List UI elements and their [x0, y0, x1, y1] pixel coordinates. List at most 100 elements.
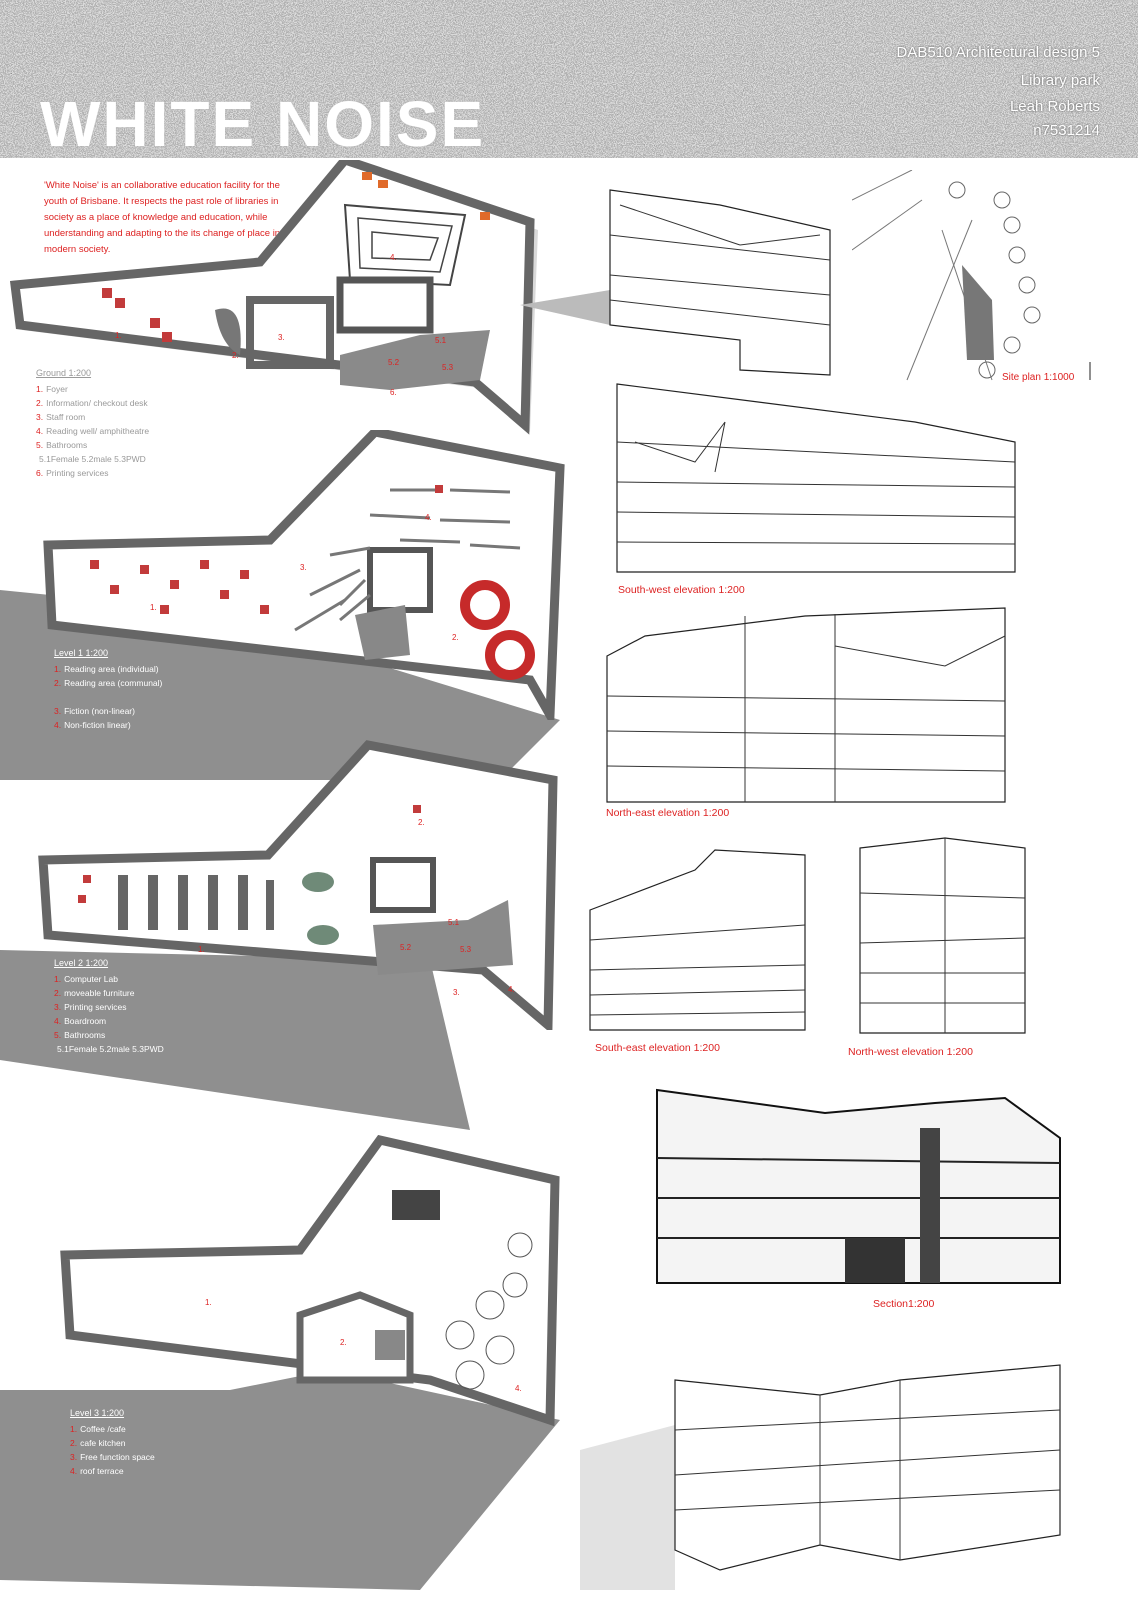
caption-south-west: South-west elevation 1:200: [618, 584, 745, 596]
plan-label: 6.: [390, 388, 397, 397]
core-wall: [920, 1128, 940, 1283]
lab-chairs: [78, 805, 421, 903]
amphitheatre-tier: [357, 217, 453, 273]
level3-legend: Level 3 1:200 1.Coffee /cafe 2.cafe kitc…: [70, 1406, 155, 1478]
legend-item: 2.Reading area (communal): [54, 678, 163, 688]
plan-label: 5.2: [400, 943, 412, 952]
stair-core: [336, 276, 434, 334]
legend-item: 5.1Female 5.2male 5.3PWD: [57, 1044, 164, 1054]
computer-desks: [118, 875, 274, 930]
plan-label: 4.: [515, 1384, 522, 1393]
perspective-sketch-top: [520, 189, 831, 376]
plan-label: 2.: [418, 818, 425, 827]
pavilion-roof: [375, 1330, 405, 1360]
caption-south-east: South-east elevation 1:200: [595, 1042, 720, 1054]
plan-label: 4.: [390, 253, 397, 262]
plan-label: 5.3: [460, 945, 472, 954]
legend-item: 3.Staff room: [36, 412, 86, 422]
legend-item: 5.Bathrooms: [36, 440, 88, 450]
legend-item: 5.1Female 5.2male 5.3PWD: [39, 454, 146, 464]
perspective-sketch-bottom: [580, 1364, 1061, 1590]
legend-title: Level 3 1:200: [70, 1408, 125, 1418]
level2-shadow: [0, 950, 470, 1130]
building-mass: [674, 1364, 1061, 1571]
plan-label: 5.2: [388, 358, 400, 367]
course-title: DAB510 Architectural design 5: [896, 44, 1100, 61]
communal-table: [485, 630, 535, 680]
sketch-shadow: [580, 1425, 675, 1590]
legend-item: 4.Non-fiction linear): [54, 720, 131, 730]
legend-title: Ground 1:200: [36, 368, 92, 378]
plan-label: 4.: [508, 985, 515, 994]
building-mass: [609, 189, 831, 376]
section-drawing: [656, 1088, 1061, 1284]
hatching: [674, 1380, 1061, 1560]
level2-legend: Level 2 1:200 1.Computer Lab 2.moveable …: [54, 956, 164, 1056]
pavilion-roof: [355, 605, 410, 660]
sketch-shadow: [520, 290, 610, 325]
communal-table: [460, 580, 510, 630]
stair-core: [367, 547, 433, 613]
amphitheatre-tier: [371, 231, 440, 261]
elevation-outline: [616, 383, 1016, 573]
site-plan: Site plan 1:1000: [852, 170, 1102, 385]
ground-legend: Ground 1:200 1.Foyer 2.Information/ chec…: [36, 366, 149, 480]
plan-label: 5.1: [435, 336, 447, 345]
legend-item: 1.Foyer: [36, 384, 68, 394]
level2-plan: 1. 2. 3. 4. 5.1 5.2 5.3: [38, 740, 558, 1030]
legend-item: 2.cafe kitchen: [70, 1438, 126, 1448]
legend-item: 2.moveable furniture: [54, 988, 135, 998]
foyer-chairs: [102, 288, 172, 342]
south-east-elevation: [589, 849, 806, 1031]
plan-label: 5.1: [448, 918, 460, 927]
intro-text: 'White Noise' is an collaborative educat…: [44, 180, 281, 255]
elevation-outline: [589, 849, 806, 1031]
plan-label: 1.: [205, 1298, 212, 1307]
plan-label: 3.: [278, 333, 285, 342]
legend-item: 4.roof terrace: [70, 1466, 124, 1476]
hatching: [606, 614, 1006, 802]
hatching: [609, 204, 831, 326]
caption-north-west: North-west elevation 1:200: [848, 1046, 973, 1058]
plan-label: 2.: [232, 351, 239, 360]
north-west-elevation: [859, 837, 1026, 1034]
caption-site-plan: Site plan 1:1000: [1002, 372, 1075, 383]
legend-title: Level 1 1:200: [54, 648, 109, 658]
level3-shadow: [0, 1370, 560, 1590]
legend-item: 5.Bathrooms: [54, 1030, 106, 1040]
legend-item: 3.Fiction (non-linear): [54, 706, 135, 716]
moveable-table: [302, 872, 334, 892]
plan-label: 5.3: [442, 363, 454, 372]
legend-item: 3.Free function space: [70, 1452, 155, 1462]
legend-item: 1.Reading area (individual): [54, 664, 159, 674]
info-desk: [215, 308, 241, 355]
stair-core: [392, 1190, 440, 1220]
site-trees: [948, 181, 1041, 379]
staff-room: [246, 296, 334, 369]
section-outline: [656, 1088, 1061, 1284]
plan-label: 1.: [198, 945, 205, 954]
legend-title: Level 2 1:200: [54, 958, 109, 968]
plan-label: 2.: [452, 633, 459, 642]
legend-item: 3.Printing services: [54, 1002, 127, 1012]
noise-texture: [0, 0, 1138, 158]
ground-floor-plan: 1. 2. 3. 4. 5.1 5.2 5.3 6.: [10, 160, 538, 435]
bookshelves: [294, 488, 521, 632]
north-east-elevation: [606, 607, 1006, 803]
elevation-outline: [859, 837, 1026, 1034]
plan-label: 3.: [453, 988, 460, 997]
bathroom-block: [340, 330, 490, 390]
plan-label: 1.: [150, 603, 157, 612]
student-id: n7531214: [1033, 122, 1100, 139]
elevation-outline: [606, 607, 1006, 803]
plan-label: 3.: [300, 563, 307, 572]
legend-item: 1.Coffee /cafe: [70, 1424, 126, 1434]
legend-item: 6.Printing services: [36, 468, 109, 478]
moveable-table: [307, 925, 339, 945]
south-west-elevation: [616, 383, 1016, 573]
header-banner: WHITE NOISE DAB510 Architectural design …: [0, 0, 1138, 158]
level3-plan: 1. 2. 3. 4.: [60, 1135, 560, 1427]
caption-north-east: North-east elevation 1:200: [606, 807, 730, 819]
hatching: [616, 421, 1016, 545]
hatching: [589, 924, 806, 1016]
